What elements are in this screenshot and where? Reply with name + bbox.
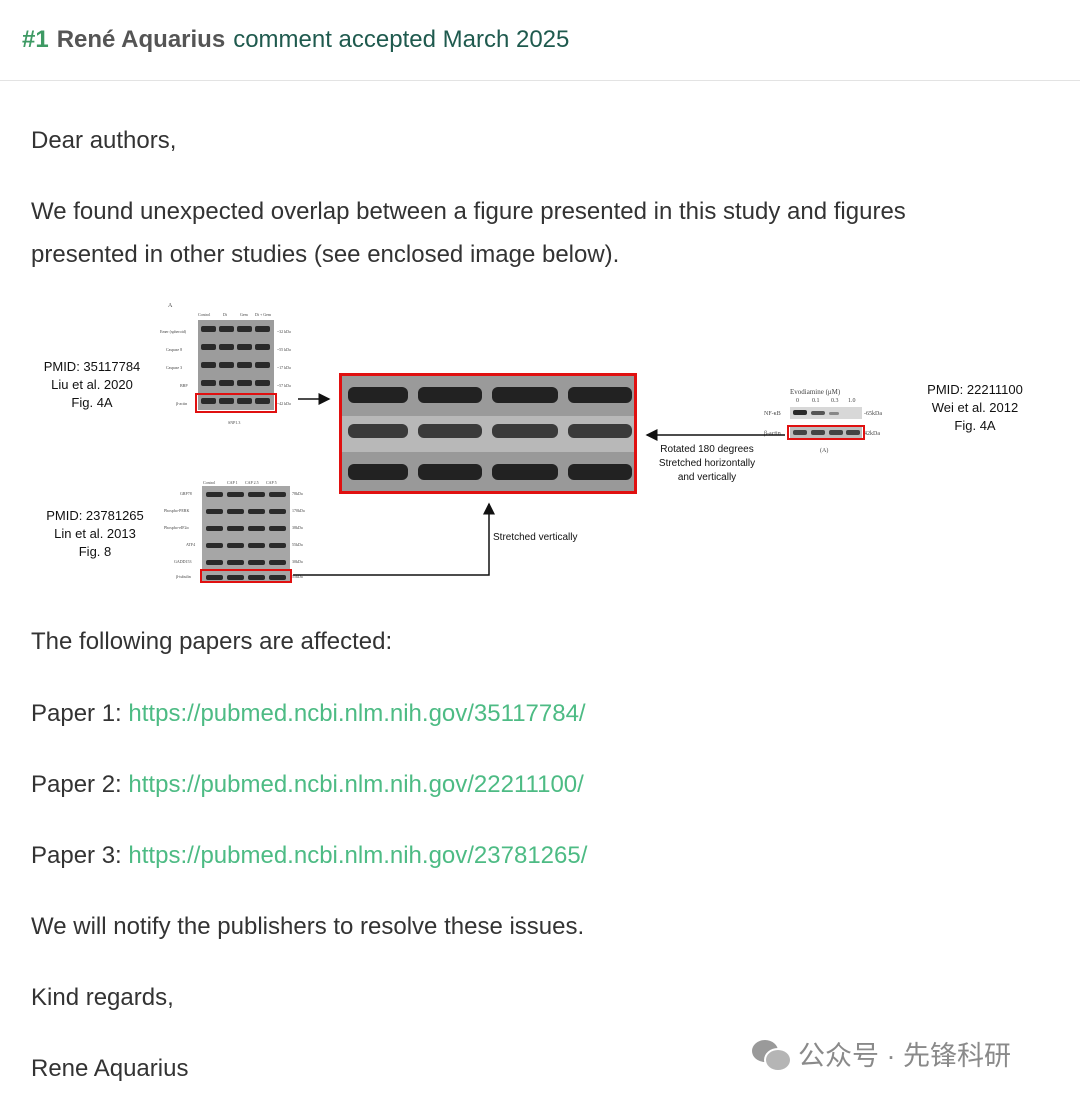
panel-a-lane-3: Gem <box>240 312 248 317</box>
panel-b-dose-4: 1.0 <box>848 398 856 404</box>
comment-header: #1 René Aquarius comment accepted March … <box>0 0 1080 81</box>
panel-c-size-2: 170kDa <box>292 508 305 513</box>
panel-c-row-3: Phospho-eIF2α <box>164 525 189 530</box>
panel-a-highlight-box <box>195 393 277 413</box>
note-rotated: Rotated 180 degrees Stretched horizontal… <box>647 443 767 485</box>
figure-arrows <box>293 393 785 576</box>
panel-a-lane-2: Dt <box>223 312 227 317</box>
panel-b-title: Evodiamine (μM) <box>790 388 841 396</box>
comment-number[interactable]: #1 <box>22 26 49 53</box>
panel-a-caption: SNP1.3 <box>228 420 241 425</box>
panel-c-size-5: 30kDa <box>292 559 303 564</box>
panel-a-membrane <box>198 320 274 410</box>
paper-3-link[interactable]: https://pubmed.ncbi.nlm.nih.gov/23781265… <box>128 842 588 869</box>
panel-c-highlight-box <box>200 569 292 583</box>
blot-panel-b: Evodiamine (μM) 0 0.1 0.3 1.0 NF-κB β-ac… <box>763 387 903 457</box>
source-2-pmid: PMID: 22211100 <box>927 382 1023 397</box>
panel-c-lane-1: Control <box>203 480 216 485</box>
panel-a-letter: A <box>168 303 173 309</box>
panel-a-size-1: ~32 kDa <box>277 329 291 334</box>
panel-b-size-2: 42kDa <box>864 431 880 437</box>
note-rotated-line-1: Rotated 180 degrees <box>660 444 754 455</box>
panel-a-size-4: ~57 kDa <box>277 383 291 388</box>
paper-2-line: Paper 2: https://pubmed.ncbi.nlm.nih.gov… <box>31 763 584 806</box>
note-rotated-line-2: Stretched horizontally <box>658 458 756 469</box>
source-2-cite: Wei et al. 2012 <box>931 400 1019 415</box>
paper-1-link[interactable]: https://pubmed.ncbi.nlm.nih.gov/35117784… <box>128 700 586 727</box>
panel-c-row-1: GRP78 <box>180 491 192 496</box>
greeting: Dear authors, <box>31 127 177 154</box>
panel-c-row-5: GADD153 <box>174 559 192 564</box>
panel-b-highlight-box <box>787 425 865 440</box>
panel-b-dose-2: 0.1 <box>812 398 820 404</box>
panel-a-lane-4: Dt + Gem <box>255 312 272 317</box>
arrow-panel-c <box>293 502 495 576</box>
comment-author[interactable]: René Aquarius <box>56 26 226 53</box>
panel-a-row-1: Emer (spheroid) <box>160 329 187 334</box>
source-1-pmid: PMID: 35117784 <box>43 359 141 374</box>
intro-line-1: We found unexpected overlap between a fi… <box>31 198 906 225</box>
panel-a-size-2: ~55 kDa <box>277 347 291 352</box>
wechat-icon <box>752 1038 792 1072</box>
panel-b-row-1: NF-κB <box>764 411 781 417</box>
panel-c-size-6: 55kDa <box>292 574 303 579</box>
paper-1-label: Paper 1: <box>31 700 122 727</box>
source-1-cite: Liu et al. 2020 <box>51 377 133 392</box>
panel-a-row-3: Caspase 3 <box>166 365 183 370</box>
intro-line-2: presented in other studies (see enclosed… <box>31 241 620 268</box>
paper-3-label: Paper 3: <box>31 842 122 869</box>
panel-a-row-5: β-actin <box>176 401 188 406</box>
panel-c-lane-4: CAP 5 <box>266 480 277 485</box>
panel-a-row-2: Caspase 8 <box>166 347 183 352</box>
watermark-text: 公众号 · 先锋科研 <box>798 1041 1011 1071</box>
panel-c-row-2: Phospho-PERK <box>164 508 190 513</box>
panel-b-dose-3: 0.3 <box>831 398 839 404</box>
panel-a-size-3: ~17 kDa <box>277 365 291 370</box>
panel-c-row-4: ATF4 <box>186 542 196 547</box>
panel-b-membrane-2 <box>790 427 862 438</box>
panel-c-lane-3: CAP 2.5 <box>245 480 259 485</box>
panel-c-membrane <box>202 486 290 582</box>
panel-b-caption: (A) <box>820 448 829 454</box>
panel-b-size-1: -65kDa <box>864 411 882 417</box>
panel-c-lane-2: CAP 1 <box>227 480 238 485</box>
source-1-label: PMID: 35117784 Liu et al. 2020 Fig. 4A <box>39 358 145 412</box>
source-3-fig: Fig. 8 <box>78 544 112 559</box>
source-3-cite: Lin et al. 2013 <box>54 526 136 541</box>
panel-b-row-2: β-actin <box>764 431 781 437</box>
paper-3-line: Paper 3: https://pubmed.ncbi.nlm.nih.gov… <box>31 834 587 877</box>
source-2-label: PMID: 22211100 Wei et al. 2012 Fig. 4A <box>921 381 1029 435</box>
panel-b-membrane-1 <box>790 407 862 419</box>
blot-panel-c: Control CAP 1 CAP 2.5 CAP 5 GRP78 Phosph… <box>160 477 325 587</box>
source-2-fig: Fig. 4A <box>954 418 996 433</box>
overlap-figure: PMID: 35117784 Liu et al. 2020 Fig. 4A P… <box>35 297 1080 597</box>
note-rotated-line-3: and vertically <box>677 472 737 483</box>
blot-panel-a: A Control Dt Gem Dt + Gem Emer (spheroid… <box>160 302 310 427</box>
panel-c-size-1: 78kDa <box>292 491 303 496</box>
source-3-label: PMID: 23781265 Lin et al. 2013 Fig. 8 <box>39 507 151 561</box>
panel-a-size-5: ~42 kDa <box>277 401 291 406</box>
paper-2-label: Paper 2: <box>31 771 122 798</box>
enlarged-blot <box>339 373 637 494</box>
panel-a-row-4: BBP <box>180 383 188 388</box>
panel-c-size-3: 38kDa <box>292 525 303 530</box>
comment-status: comment accepted March 2025 <box>233 26 570 53</box>
panel-b-dose-1: 0 <box>796 398 799 404</box>
paper-1-line: Paper 1: https://pubmed.ncbi.nlm.nih.gov… <box>31 692 586 735</box>
regards-text: Kind regards, <box>31 984 174 1011</box>
note-stretched: Stretched vertically <box>493 532 578 543</box>
notify-text: We will notify the publishers to resolve… <box>31 913 585 940</box>
panel-c-row-6: β-tubulin <box>176 574 191 579</box>
source-1-fig: Fig. 4A <box>71 395 113 410</box>
source-3-pmid: PMID: 23781265 <box>46 508 144 523</box>
affected-papers-intro: The following papers are affected: <box>31 628 393 655</box>
signature-text: Rene Aquarius <box>31 1055 189 1082</box>
panel-c-size-4: 55kDa <box>292 542 303 547</box>
paper-2-link[interactable]: https://pubmed.ncbi.nlm.nih.gov/22211100… <box>128 771 584 798</box>
panel-a-lane-1: Control <box>198 312 211 317</box>
watermark: 公众号 · 先锋科研 <box>752 1034 1011 1073</box>
